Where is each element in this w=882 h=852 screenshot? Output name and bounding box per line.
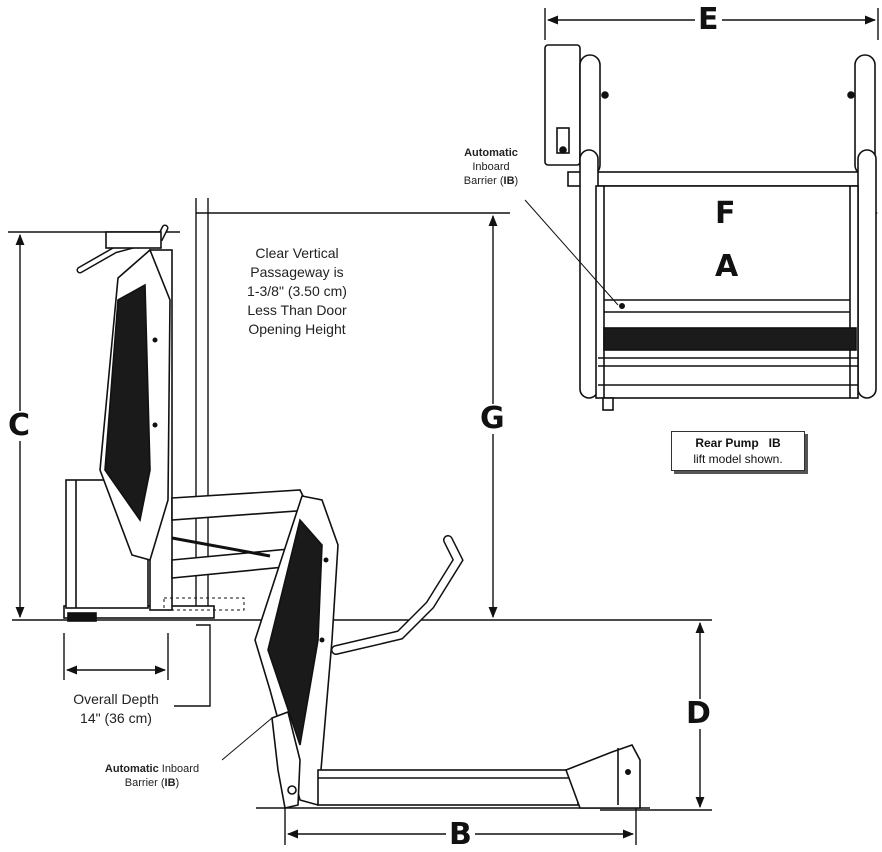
door-frame [195, 198, 209, 617]
barrier-callout-top: Automatic Inboard Barrier (IB) [463, 147, 519, 187]
label-d: D [683, 699, 714, 729]
platform-top-view [544, 44, 877, 411]
label-c: C [5, 411, 34, 441]
model-badge: Rear Pump IB lift model shown. [671, 431, 805, 471]
leader-lines [221, 199, 619, 761]
label-b: B [446, 820, 475, 850]
stowed-lift-side-view [63, 224, 312, 622]
label-e: E [695, 5, 722, 35]
label-g: G [477, 404, 508, 434]
overall-depth-note: Overall Depth 14" (36 cm) [73, 691, 159, 726]
label-a: A [712, 252, 742, 282]
clear-passage-note: Clear Vertical Passageway is 1-3/8" (3.5… [247, 245, 347, 337]
barrier-callout-bottom: Automatic Inboard Barrier (IB) [104, 763, 200, 789]
label-f: F [712, 199, 739, 229]
dimension-overall-depth [63, 624, 211, 707]
deployed-lift-side-view [254, 495, 641, 809]
